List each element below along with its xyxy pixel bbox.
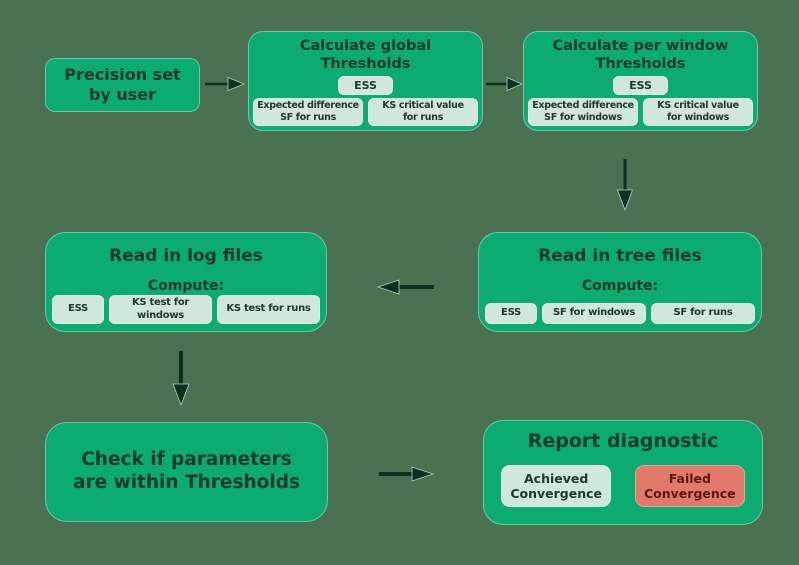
chip-ks-critical-value-runs: KS critical value for runs	[368, 98, 478, 126]
arrow-read-log-to-check	[172, 351, 190, 407]
chip-row: Expected difference SF for runs KS criti…	[253, 98, 478, 126]
arrow-precision-to-global-thresholds	[205, 76, 245, 92]
arrow-check-to-report	[379, 466, 435, 482]
chip-expected-difference-sf-runs: Expected difference SF for runs	[253, 98, 363, 126]
chip-row: Expected difference SF for windows KS cr…	[528, 98, 753, 126]
node-read-in-log-files: Read in log files Compute: ESS KS test f…	[45, 232, 327, 332]
chip-row: ESS KS test for windows KS test for runs	[52, 295, 320, 324]
node-title: Calculate per window Thresholds	[552, 38, 729, 72]
node-check-parameters-within-thresholds: Check if parameters are within Threshold…	[45, 422, 328, 522]
arrow-window-thresholds-to-read-tree	[616, 159, 634, 212]
node-calculate-global-thresholds: Calculate global Thresholds ESS Expected…	[248, 31, 483, 131]
chip-ess: ESS	[338, 76, 393, 96]
arrow-read-tree-to-read-log	[376, 279, 434, 295]
chip-row: ESS SF for windows SF for runs	[485, 303, 755, 324]
compute-label: Compute:	[147, 277, 225, 294]
chip-expected-difference-sf-windows: Expected difference SF for windows	[528, 98, 638, 126]
node-title: Read in log files	[109, 246, 263, 266]
chip-sf-runs: SF for runs	[651, 303, 755, 324]
chip-ks-test-runs: KS test for runs	[217, 295, 320, 324]
badge-failed-convergence: Failed Convergence	[635, 465, 745, 508]
node-title: Report diagnostic	[527, 430, 719, 452]
chip-ks-test-windows: KS test for windows	[109, 295, 212, 324]
outcome-row: Achieved Convergence Failed Convergence	[501, 465, 745, 508]
chip-sf-windows: SF for windows	[542, 303, 646, 324]
node-calculate-per-window-thresholds: Calculate per window Thresholds ESS Expe…	[523, 31, 758, 131]
node-read-in-tree-files: Read in tree files Compute: ESS SF for w…	[478, 232, 762, 332]
node-report-diagnostic: Report diagnostic Achieved Convergence F…	[483, 420, 763, 525]
chip-ess: ESS	[613, 76, 668, 96]
chip-ess: ESS	[485, 303, 537, 324]
compute-label: Compute:	[581, 277, 659, 294]
chip-ks-critical-value-windows: KS critical value for windows	[643, 98, 753, 126]
badge-achieved-convergence: Achieved Convergence	[501, 465, 611, 508]
arrow-global-to-window-thresholds	[486, 76, 524, 92]
node-title: Check if parameters are within Threshold…	[73, 449, 300, 493]
chip-ess: ESS	[52, 295, 104, 324]
node-precision-set-by-user: Precision set by user	[45, 58, 200, 112]
node-title: Calculate global Thresholds	[299, 38, 432, 72]
node-title: Precision set by user	[64, 65, 181, 104]
node-title: Read in tree files	[538, 246, 702, 266]
